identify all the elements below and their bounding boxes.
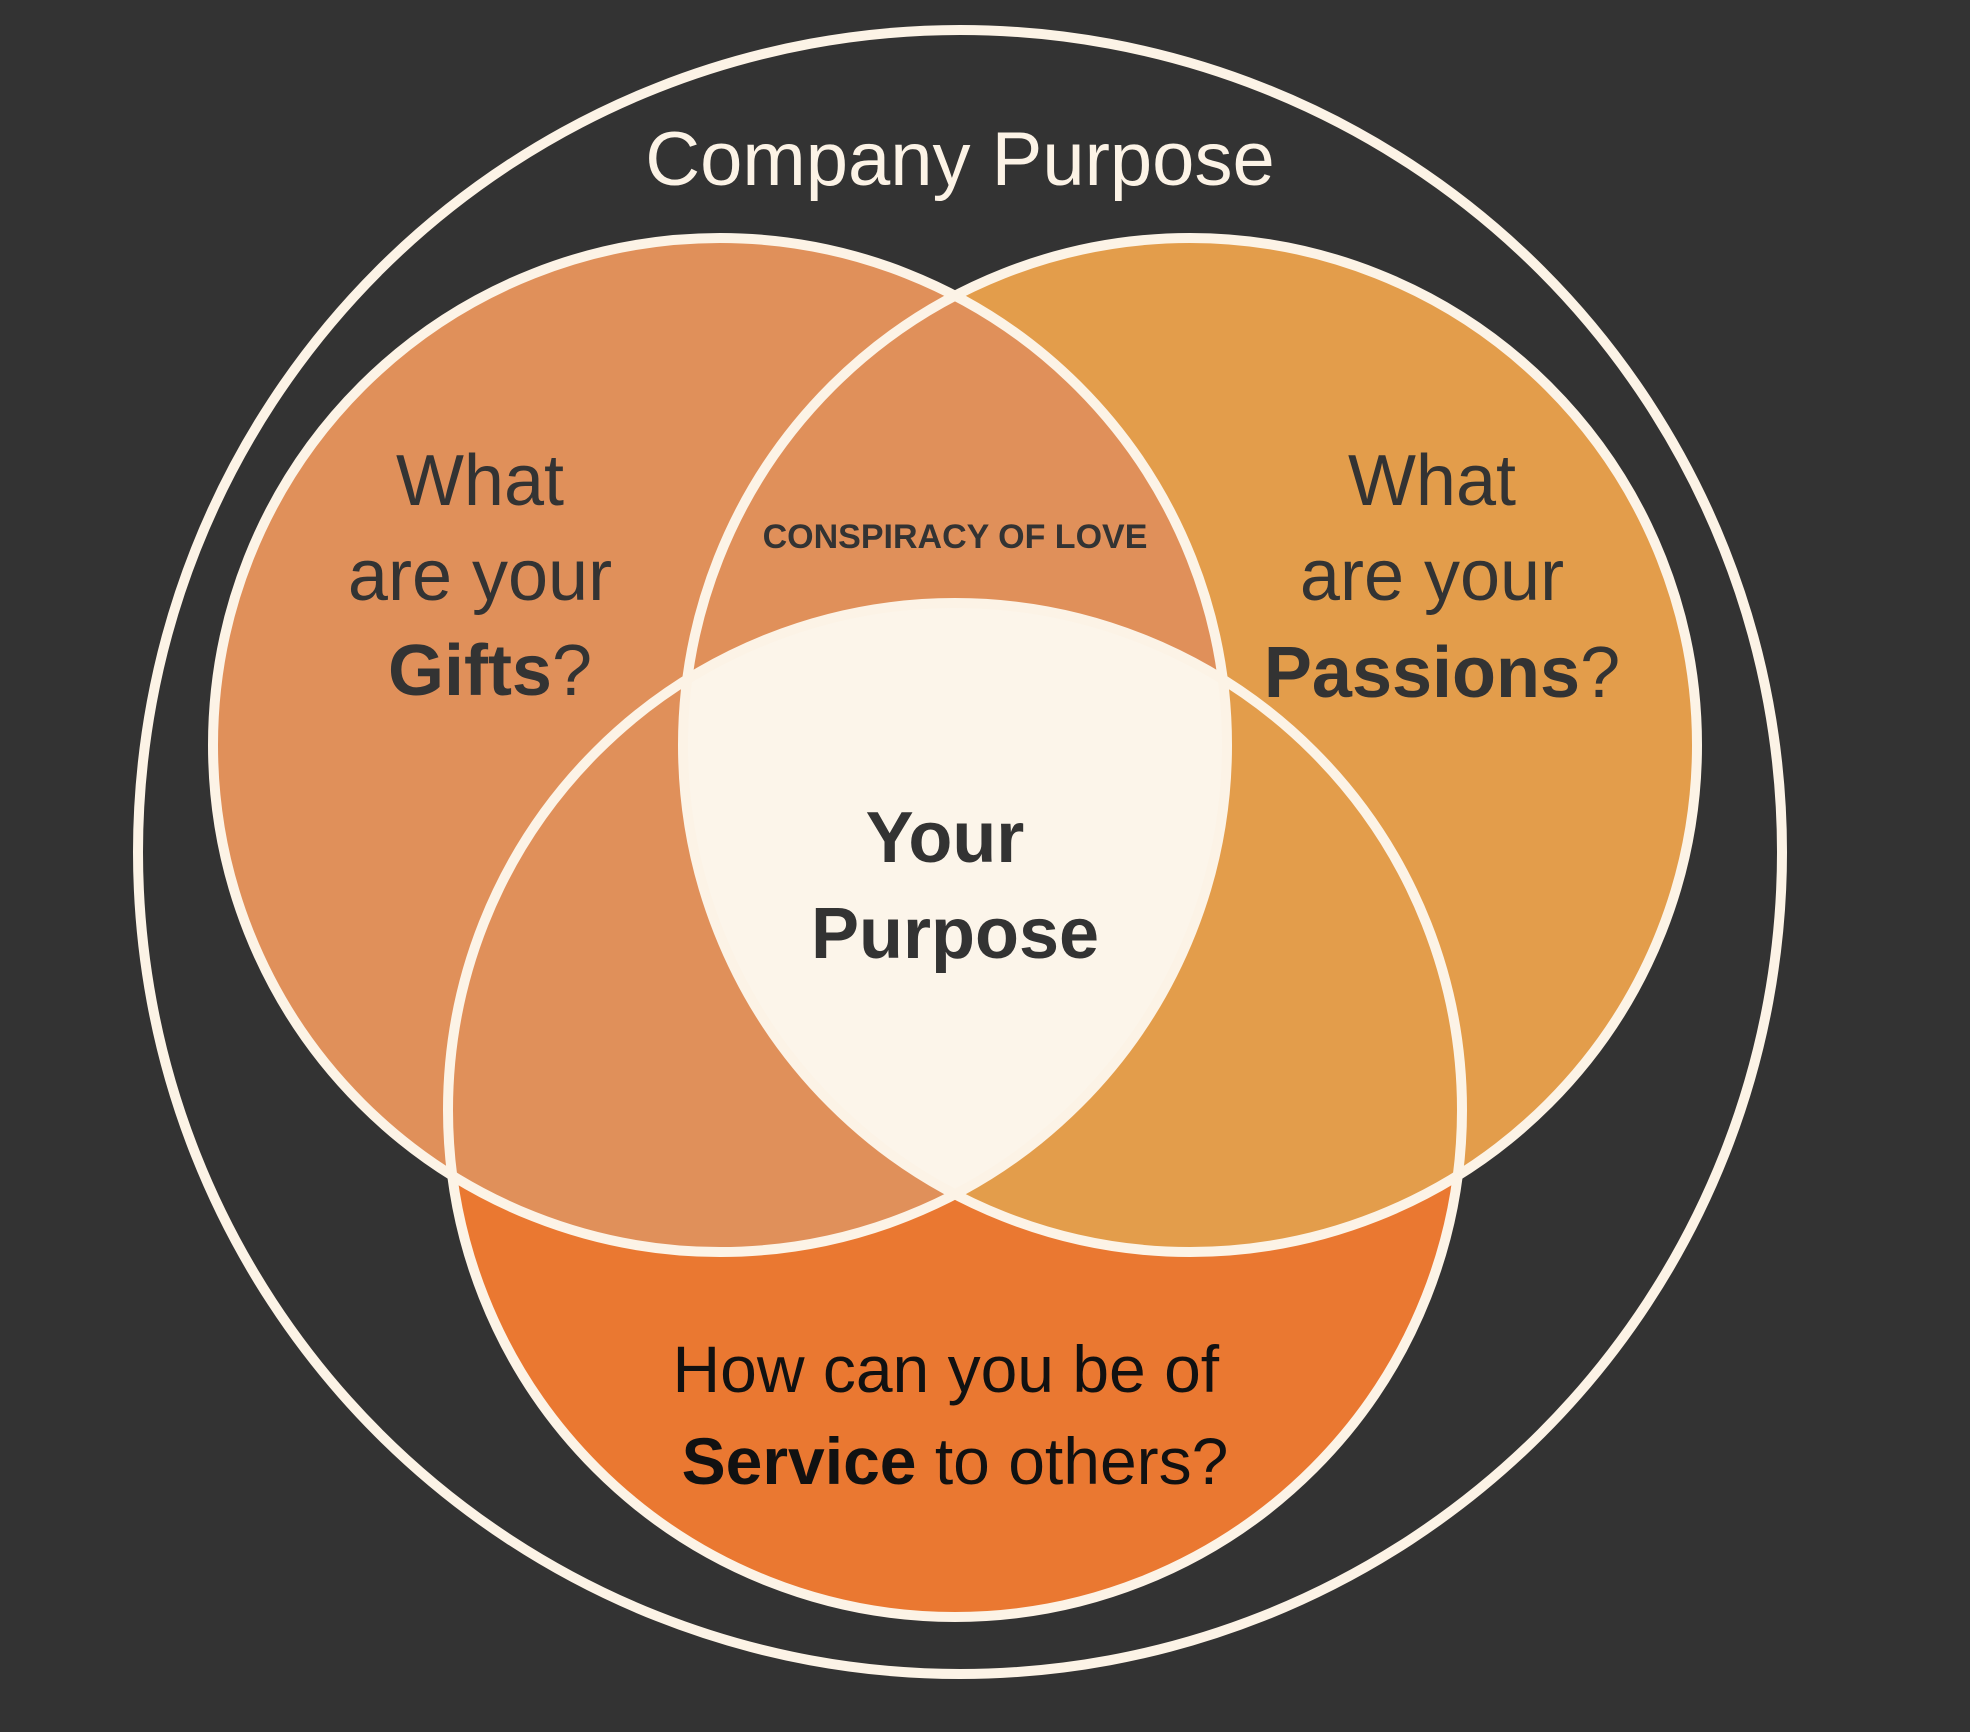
service-outline <box>443 598 1467 1622</box>
conspiracy-of-love-label: CONSPIRACY OF LOVE <box>763 518 1148 556</box>
passions-suffix: ? <box>1580 633 1620 713</box>
center-line-2: Purpose <box>811 894 1099 974</box>
gifts-line-3: Gifts? <box>388 631 592 711</box>
company-purpose-circle <box>133 25 1787 1679</box>
passions-outline <box>678 233 1702 1257</box>
gifts-line-2: are your <box>348 536 612 616</box>
service-question: How can you be of Service to others? <box>672 1332 1237 1498</box>
gifts-suffix: ? <box>552 631 592 711</box>
service-line-1: How can you be of <box>672 1332 1219 1406</box>
passions-line-3: Passions? <box>1264 633 1620 713</box>
service-line-2: Service to others? <box>682 1424 1229 1498</box>
gifts-question: What are your Gifts? <box>348 441 632 711</box>
service-bold-word: Service <box>682 1424 917 1498</box>
your-purpose-label: Your Purpose <box>811 798 1099 974</box>
company-purpose-label: Company Purpose <box>645 117 1274 202</box>
passions-line-2: are your <box>1300 536 1564 616</box>
center-overlap <box>683 603 1227 1252</box>
passions-line-1: What <box>1348 441 1516 521</box>
passions-bold-word: Passions <box>1264 633 1580 713</box>
center-line-1: Your <box>866 798 1025 878</box>
gifts-bold-word: Gifts <box>388 631 552 711</box>
gifts-line-1: What <box>396 441 564 521</box>
passions-question: What are your Passions? <box>1264 441 1620 713</box>
service-suffix: to others? <box>917 1424 1229 1498</box>
gifts-outline <box>208 233 1232 1257</box>
